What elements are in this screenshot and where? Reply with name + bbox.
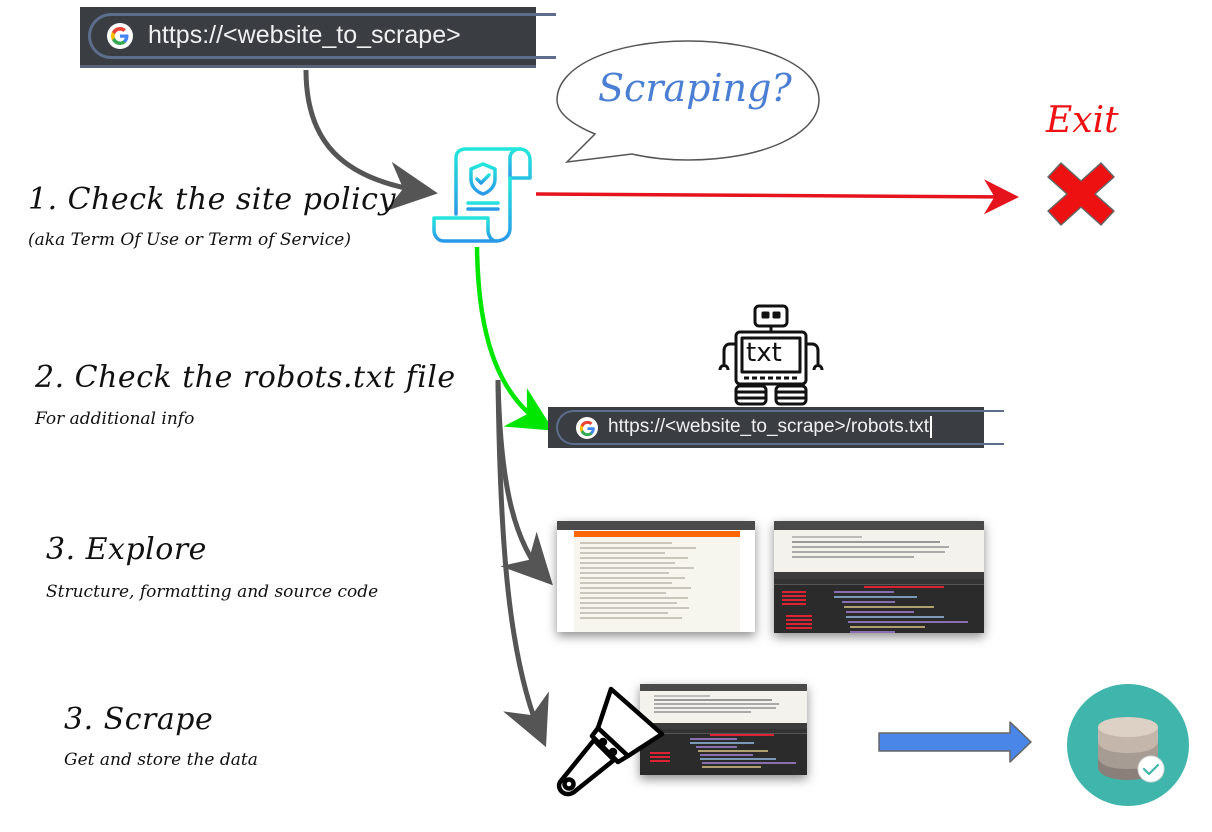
google-g-icon [576,417,598,439]
page-text-area [640,691,807,723]
speech-bubble-text: Scraping? [598,66,792,110]
google-g-icon [107,23,133,49]
database-check-icon [1067,684,1189,806]
arrow-policy-to-exit [535,179,1019,215]
arrow-url-to-policy [303,69,438,212]
step-3-subtitle: Structure, formatting and source code [46,582,379,602]
step-1-subtitle: (aka Term Of Use or Term of Service) [28,230,351,250]
webpage-list-screenshot [557,521,755,632]
step-2-subtitle: For additional info [35,409,195,429]
url-pill [88,13,556,59]
arrow-policy-to-robots [474,246,554,431]
exit-label: Exit [1046,100,1119,141]
top-url-text: https://<website_to_scrape> [148,21,461,49]
red-x-icon [1047,162,1115,226]
browser-toolbar [774,521,984,530]
robot-screen-text: txt [746,338,782,368]
arrow-to-scrape [495,379,549,748]
source-code-panel [640,734,807,768]
step-4-title: 3. Scrape [64,702,214,737]
step-3-title: 3. Explore [46,532,207,567]
robots-url-bar[interactable]: https://<website_to_scrape>/robots.txt [548,407,1004,448]
robot-icon [718,304,824,406]
robots-url-text: https://<website_to_scrape>/robots.txt [608,416,933,438]
step-2-title: 2. Check the robots.txt file [35,360,456,395]
step-4-subtitle: Get and store the data [64,750,258,770]
top-url-bar[interactable]: https://<website_to_scrape> [80,7,556,68]
url-pill [556,410,1004,445]
devtools-source-screenshot [640,684,807,775]
browser-toolbar [557,521,755,530]
page-content [574,531,740,632]
putty-knife-icon [556,686,665,797]
step-1-title: 1. Check the site policy [28,182,396,217]
policy-document-shield-icon [432,147,532,243]
source-code-panel [774,585,984,633]
blue-right-arrow [878,721,1032,763]
devtools-source-screenshot [774,521,984,633]
page-text-area [774,530,984,572]
speech-bubble [556,40,820,164]
browser-toolbar [640,684,807,691]
